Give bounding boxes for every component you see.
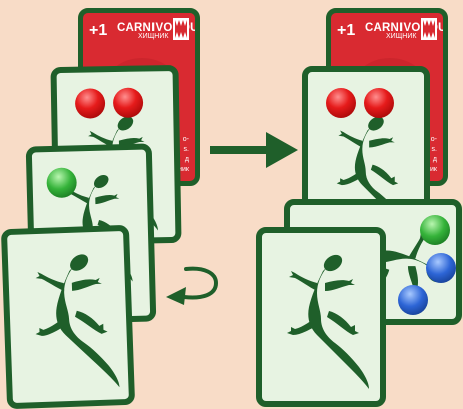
food-token-red[interactable] [326,88,356,118]
trait-subtitle: ХИЩНИК [138,33,168,40]
trait-bonus: +1 [337,23,355,39]
carnivorous-jaw-icon [421,18,437,40]
trait-bonus: +1 [89,23,107,39]
carnivorous-jaw-icon [173,18,189,40]
right-arrow-icon [208,128,300,172]
food-token-green[interactable] [420,215,450,245]
animal-card-right-front[interactable] [256,227,386,407]
animal-card-left-front[interactable] [1,225,135,409]
curved-return-arrow-icon [160,263,222,307]
food-token-blue[interactable] [426,253,456,283]
lizard-icon [14,245,135,399]
food-token-red[interactable] [364,88,394,118]
lizard-icon [268,247,384,397]
food-token-blue[interactable] [398,285,428,315]
trait-subtitle: ХИЩНИК [386,33,416,40]
